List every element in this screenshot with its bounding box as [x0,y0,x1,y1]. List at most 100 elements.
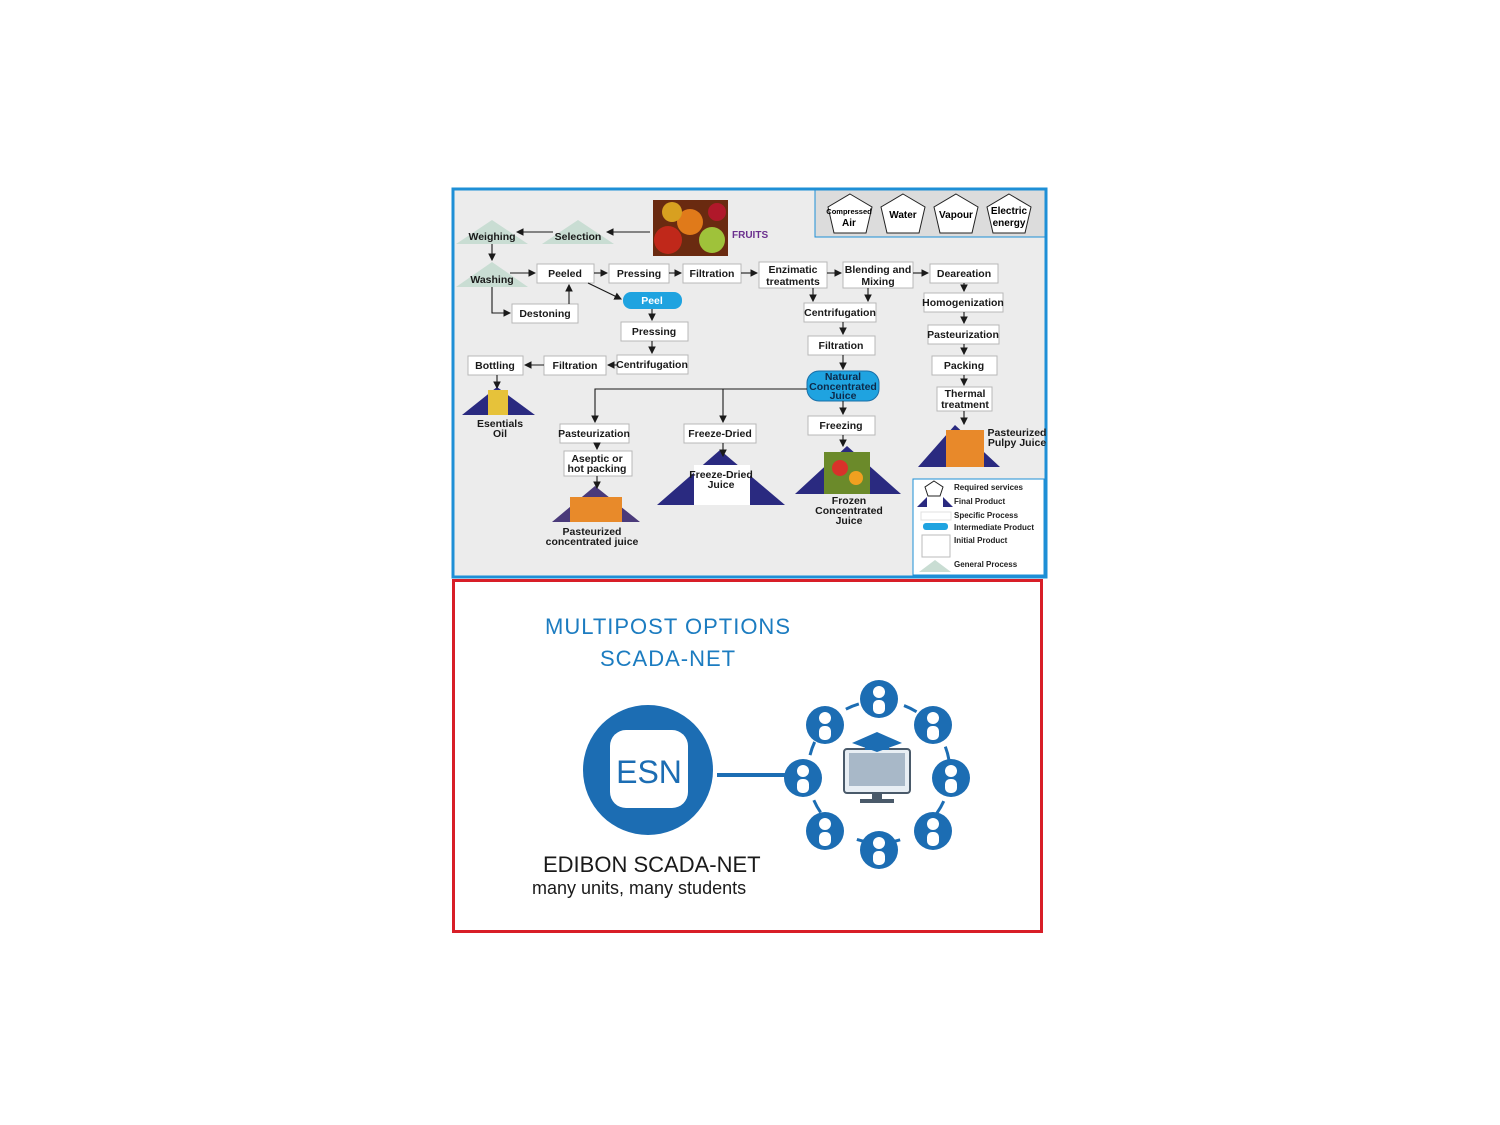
scada-net-title: SCADA-NET [600,646,737,671]
freeze-dried-juice-box [694,465,750,505]
electric-label-2: energy [993,218,1026,229]
legend-intermediate-icon [923,523,948,530]
water-label: Water [889,210,917,221]
fcj-label-2: Concentrated [815,505,883,517]
flow-arrows [488,228,968,490]
thermal-label-1: Thermal [945,388,986,400]
centrifugation-box-1 [803,302,877,323]
ncj-label-2: Concentrated [809,381,877,393]
student-icon [914,812,952,850]
legend: Required services Final Product Specific… [912,478,1045,576]
enzimatic-box [758,261,828,289]
brand-name: EDIBON SCADA-NET [543,852,761,877]
destoning-box [511,303,579,324]
freezing-label: Freezing [819,420,862,432]
centrifugation-label-1: Centrifugation [804,307,876,319]
ppj-label-1: Pasteurized [988,427,1047,439]
freezing-box [807,415,876,436]
vapour-pentagon: Vapour [933,193,979,234]
student-icon [806,812,844,850]
electric-energy-pentagon: Electric energy [986,193,1032,234]
fcj-label-3: Juice [836,515,863,527]
ncj-label-1: Natural [825,371,861,383]
filtration-label-1: Filtration [690,268,735,280]
thermal-label-2: treatment [941,399,989,411]
student-icons [784,680,970,869]
legend-pentagon-icon [924,480,944,497]
pasteurization-label-2: Pasteurization [558,428,630,440]
blending-label-2: Mixing [861,276,894,288]
legend-specific: Specific Process [954,511,1019,520]
legend-required: Required services [954,483,1023,492]
peel-label: Peel [641,295,663,307]
ncj-label-3: Juice [830,390,857,402]
esentials-label-1: Esentials [477,418,523,430]
enzimatic-label-2: treatments [766,276,820,288]
homogenization-label: Homogenization [922,297,1004,309]
fdj-label-1: Freeze-Dried [689,469,753,481]
compressed-air-pentagon: Compressed Air [826,193,873,234]
student-icon [784,759,822,797]
legend-intermediate: Intermediate Product [954,523,1034,532]
legend-final: Final Product [954,497,1005,506]
legend-general: General Process [954,560,1018,569]
freeze-dried-label: Freeze-Dried [688,428,752,440]
filtration-label-3: Filtration [553,360,598,372]
legend-specific-icon [920,511,952,521]
pressing-label-1: Pressing [617,268,661,280]
frozen-juice-image [824,452,870,494]
scada-net-panel: MULTIPOST OPTIONS SCADA-NET ESN [452,579,1043,933]
pasteurization-label-1: Pasteurization [927,329,999,341]
packing-label: Packing [944,360,984,372]
compressed-air-label-1: Compressed [826,207,872,216]
legend-general-icon [919,560,951,572]
aseptic-label-2: hot packing [568,463,627,475]
student-icon [860,680,898,718]
fruits-label: FRUITS [732,230,768,241]
filtration-box-2 [807,335,876,356]
washing-label: Washing [470,274,513,286]
computer-icon [843,732,911,803]
electric-label-1: Electric [991,206,1028,217]
compressed-air-label-2: Air [842,218,856,229]
peel-intermediate [623,292,682,309]
network-diagram: ESN [583,680,970,869]
brand-tagline: many units, many students [532,878,747,898]
vapour-label: Vapour [939,210,973,221]
centrifugation-label-2: Centrifugation [616,359,688,371]
fruits-image [653,200,728,256]
pressing-label-2: Pressing [632,326,676,338]
weighing-label: Weighing [468,231,515,243]
pcj-label-2: concentrated juice [546,536,639,548]
oil-bottles-image [488,390,508,415]
fdj-label-2: Juice [708,479,735,491]
pasteurized-juice-image [570,497,622,522]
freeze-dried-box [683,423,757,444]
legend-final-left-icon [917,497,927,507]
destoning-label: Destoning [519,308,570,320]
legend-initial-icon [921,534,951,558]
pressing-box-2 [620,321,689,342]
aseptic-label-1: Aseptic or [571,453,622,465]
selection-label: Selection [555,231,602,243]
esentials-label-2: Oil [493,428,507,440]
water-pentagon: Water [880,193,926,234]
bottling-label: Bottling [475,360,515,372]
blending-label-1: Blending and [845,264,912,276]
bottling-box [467,355,524,376]
student-icon [932,759,970,797]
student-icon [806,706,844,744]
student-icon [914,706,952,744]
services-box: Compressed Air Water Vapour Electric ene… [814,189,1046,238]
multipost-title: MULTIPOST OPTIONS [545,614,791,639]
legend-final-right-icon [943,497,953,507]
blending-box [842,261,914,289]
aseptic-box [563,450,633,477]
pcj-label-1: Pasteurized [563,526,622,538]
ppj-label-2: Pulpy Juice [988,437,1047,449]
legend-initial: Initial Product [954,536,1008,545]
enzimatic-label-1: Enzimatic [768,264,817,276]
esn-logo-text: ESN [616,754,682,790]
filtration-label-2: Filtration [819,340,864,352]
